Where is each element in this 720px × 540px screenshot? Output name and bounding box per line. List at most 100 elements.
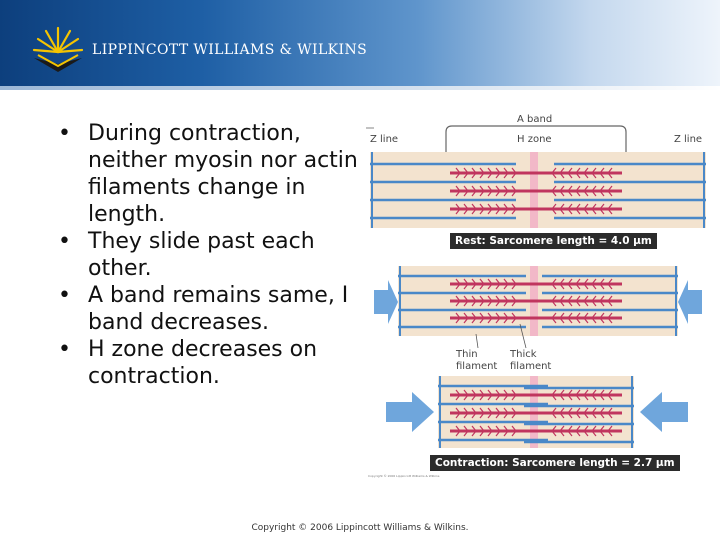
myosin-head <box>495 185 501 197</box>
figure-credit: Copyright © 2006 Lippincott Williams & W… <box>368 474 440 478</box>
myosin-head <box>591 295 597 307</box>
myosin-head <box>495 389 501 401</box>
thick-filament-label: Thick filament <box>510 349 552 372</box>
myosin-head <box>503 203 509 215</box>
myosin-head <box>463 389 469 401</box>
myosin-head <box>607 295 613 307</box>
myosin-head <box>487 167 493 179</box>
myosin-head <box>511 389 517 401</box>
myosin-head <box>487 407 493 419</box>
myosin-head <box>471 167 477 179</box>
myosin-head <box>567 278 573 290</box>
myosin-head <box>583 295 589 307</box>
myosin-head <box>471 407 477 419</box>
myosin-head <box>591 407 597 419</box>
myosin-head <box>607 312 613 324</box>
myosin-head <box>487 295 493 307</box>
myosin-head <box>471 389 477 401</box>
myosin-head <box>583 425 589 437</box>
myosin-head <box>559 295 565 307</box>
myosin-head <box>599 185 605 197</box>
myosin-head <box>511 278 517 290</box>
myosin-head <box>575 425 581 437</box>
myosin-head <box>599 407 605 419</box>
myosin-head <box>551 278 557 290</box>
myosin-head <box>583 203 589 215</box>
myosin-head <box>463 407 469 419</box>
bullet-list: • During contraction, neither myosin nor … <box>58 120 358 390</box>
myosin-head <box>503 167 509 179</box>
myosin-head <box>479 185 485 197</box>
bullet-item: • During contraction, neither myosin nor … <box>58 120 358 228</box>
myosin-head <box>599 278 605 290</box>
myosin-head <box>487 425 493 437</box>
bullet-text: A band remains same, I band decreases. <box>88 283 349 335</box>
myosin-head <box>551 167 557 179</box>
bullet-item: •A band remains same, I band decreases. <box>58 282 358 336</box>
myosin-head <box>583 407 589 419</box>
myosin-head <box>503 295 509 307</box>
myosin-head <box>583 185 589 197</box>
myosin-head <box>511 185 517 197</box>
myosin-head <box>463 295 469 307</box>
myosin-head <box>551 295 557 307</box>
h-zone-label: H zone <box>517 134 552 145</box>
myosin-head <box>455 389 461 401</box>
myosin-head <box>495 167 501 179</box>
myosin-head <box>463 312 469 324</box>
myosin-head <box>575 312 581 324</box>
myosin-head <box>599 425 605 437</box>
bullet-dot: • <box>58 121 71 146</box>
myosin-head <box>495 295 501 307</box>
sarcomere-figure: A band H zone Z line Z line Rest: Sarcom… <box>366 112 714 484</box>
myosin-head <box>471 203 477 215</box>
myosin-head <box>575 278 581 290</box>
header-divider <box>0 86 720 90</box>
myosin-head <box>455 167 461 179</box>
myosin-head <box>567 167 573 179</box>
thin-filament-label: Thin filament <box>456 349 498 372</box>
z-line-left-label: Z line <box>370 134 399 145</box>
myosin-head <box>559 312 565 324</box>
myosin-head <box>471 278 477 290</box>
myosin-head <box>551 312 557 324</box>
myosin-head <box>583 312 589 324</box>
myosin-head <box>551 425 557 437</box>
myosin-head <box>559 407 565 419</box>
rest-caption: Rest: Sarcomere length = 4.0 μm <box>450 233 657 249</box>
myosin-head <box>503 425 509 437</box>
myosin-head <box>471 185 477 197</box>
a-band-label: A band <box>517 114 553 125</box>
header-banner <box>0 0 720 86</box>
myosin-head <box>487 278 493 290</box>
myosin-head <box>591 278 597 290</box>
myosin-head <box>591 185 597 197</box>
footer-copyright: Copyright © 2006 Lippincott Williams & W… <box>251 523 469 533</box>
myosin-head <box>479 167 485 179</box>
myosin-head <box>471 425 477 437</box>
myosin-head <box>575 167 581 179</box>
myosin-head <box>599 312 605 324</box>
myosin-head <box>551 389 557 401</box>
myosin-head <box>559 185 565 197</box>
myosin-head <box>479 278 485 290</box>
myosin-head <box>567 203 573 215</box>
myosin-head <box>575 185 581 197</box>
myosin-head <box>559 425 565 437</box>
myosin-head <box>487 389 493 401</box>
myosin-head <box>503 185 509 197</box>
myosin-head <box>583 389 589 401</box>
myosin-head <box>495 312 501 324</box>
myosin-head <box>551 407 557 419</box>
bullet-text: During contraction, neither myosin nor a… <box>88 121 358 227</box>
contracted-panel <box>386 376 688 448</box>
myosin-head <box>567 185 573 197</box>
myosin-head <box>511 425 517 437</box>
myosin-head <box>455 203 461 215</box>
rest-panel <box>370 152 706 228</box>
myosin-head <box>607 407 613 419</box>
myosin-head <box>455 185 461 197</box>
myosin-head <box>559 278 565 290</box>
myosin-head <box>575 407 581 419</box>
myosin-head <box>503 312 509 324</box>
